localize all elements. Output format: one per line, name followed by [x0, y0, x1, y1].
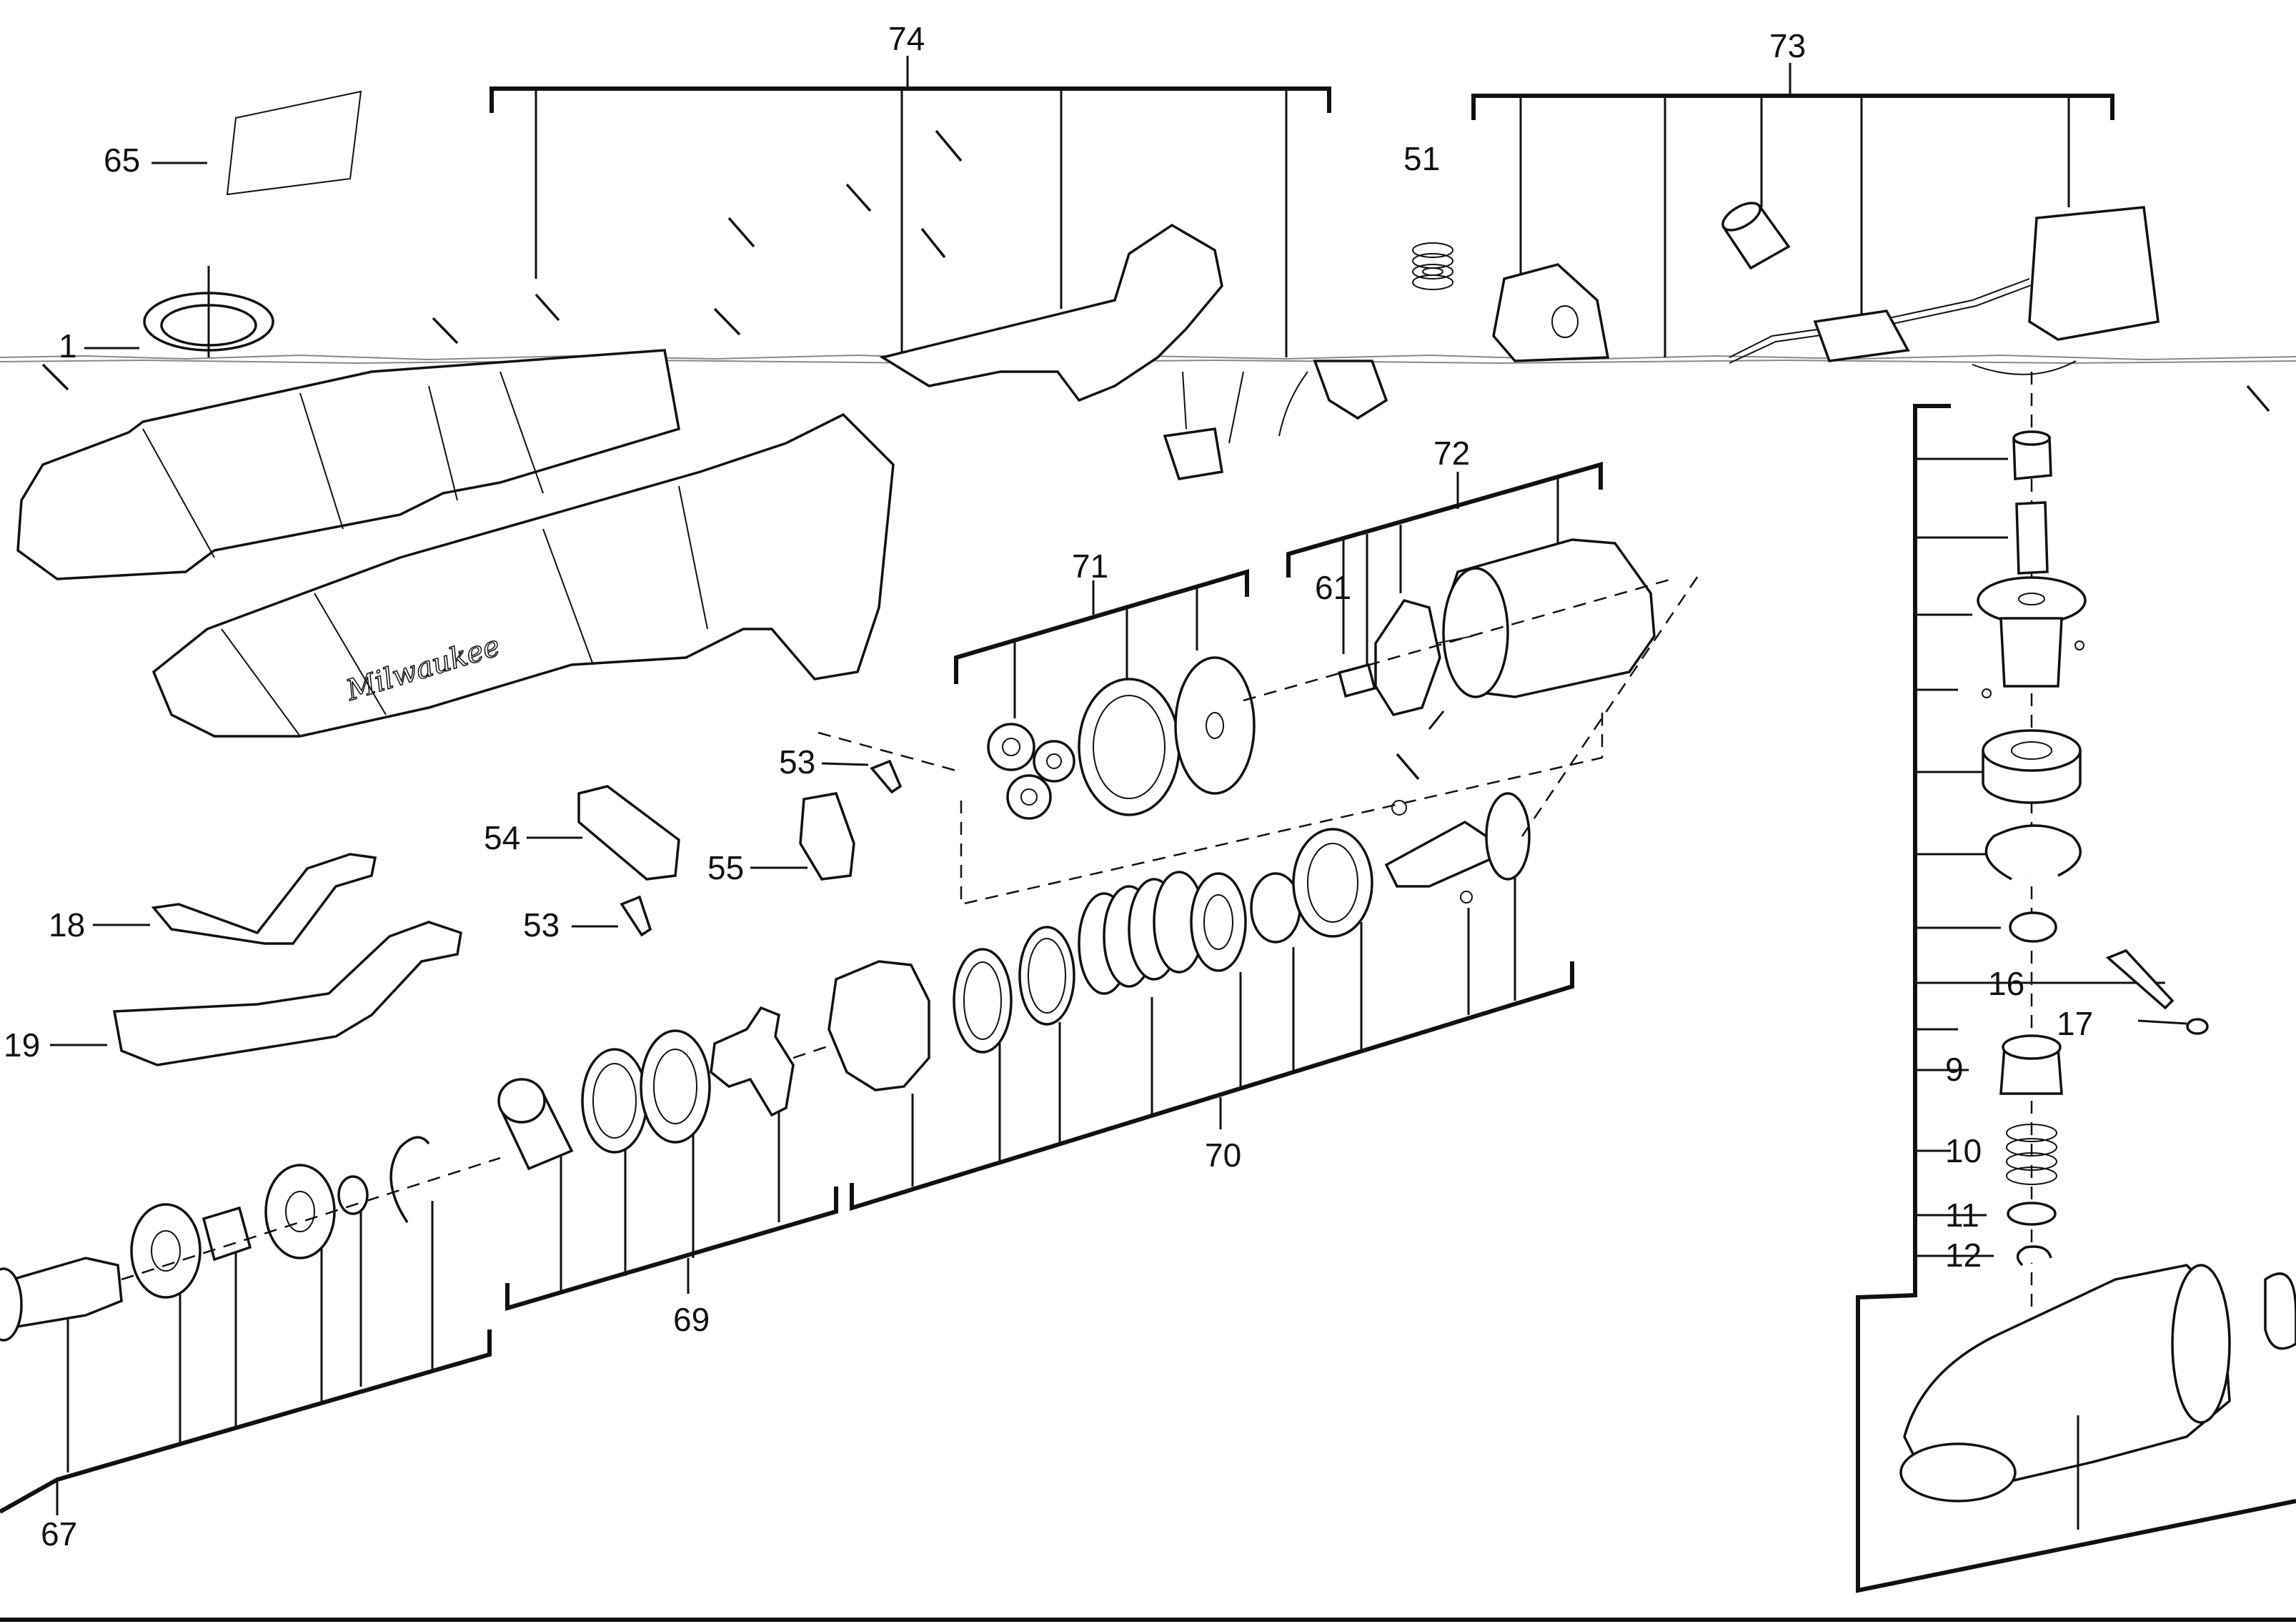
washer-17 [2186, 1018, 2209, 1035]
group-70-bracket [850, 851, 1574, 1212]
side-cover-19 [112, 921, 462, 1066]
head-pin [2015, 501, 2049, 575]
head-pcb-arc [1972, 360, 2077, 375]
housing-left-half [16, 349, 681, 580]
callout-51: 51 [1403, 140, 1440, 177]
main-housing-assembly: Milwaukee [151, 412, 895, 738]
washer-69-b [640, 1029, 711, 1144]
head-retaining-ring [2009, 911, 2057, 943]
o-ring-11 [2007, 1202, 2057, 1226]
snap-ring-67 [389, 1136, 430, 1223]
wire-lead [1278, 371, 1308, 437]
hammer-spring-70 [1078, 871, 1206, 995]
pinion-61 [1338, 663, 1376, 698]
clip-12 [2016, 1245, 2052, 1267]
washer-70-b [1190, 872, 1247, 972]
sleeve-73 [1721, 202, 1791, 270]
head-gear [1977, 576, 2087, 688]
group-72-bracket [1286, 462, 1603, 665]
callout-11: 11 [1945, 1197, 1979, 1234]
callout-71: 71 [1072, 548, 1108, 585]
callout-10: 10 [1945, 1132, 1982, 1169]
o-ring-67 [337, 1175, 369, 1215]
trigger-lever-18 [151, 853, 377, 945]
switch-module-73 [1813, 310, 1910, 362]
bearing-67-b [264, 1164, 336, 1259]
angle-head-housing [1899, 1264, 2296, 1502]
switch-button-54 [577, 785, 680, 881]
planet-gears-71 [987, 723, 1075, 820]
callout-54: 54 [484, 819, 520, 856]
screw-16 [2105, 949, 2175, 1010]
assembly-axis [121, 571, 1702, 1281]
clip-53-lower [620, 895, 652, 937]
spindle-70 [1384, 792, 1531, 888]
bearing-67-a [130, 1203, 202, 1299]
hammer-70 [828, 960, 930, 1091]
anvil-69 [710, 1006, 795, 1117]
battery-terminal [1313, 360, 1388, 420]
group-73-bracket [1471, 63, 2114, 357]
callout-65: 65 [104, 142, 140, 179]
nose-ring-part-1 [84, 266, 274, 357]
group-69-bracket [505, 1072, 838, 1312]
callout-67: 67 [41, 1515, 77, 1553]
callout-1: 1 [59, 327, 77, 365]
callout-16: 16 [1988, 965, 2024, 1002]
switch-housing-73 [1492, 263, 1610, 362]
pcb-board-73 [2028, 206, 2160, 341]
group-74-bracket [489, 56, 1331, 357]
sleeve-67 [202, 1206, 252, 1262]
group-71-bracket [954, 568, 1249, 718]
ball-ring-70 [953, 948, 1013, 1054]
spring-part-51 [1412, 242, 1453, 290]
callout-18: 18 [49, 906, 85, 944]
callout-53a: 53 [779, 743, 815, 781]
head-snap-ring [1984, 824, 2082, 881]
callout-19: 19 [4, 1026, 40, 1064]
callout-69: 69 [673, 1301, 710, 1338]
motor-72 [1436, 538, 1656, 698]
head-bushing [2012, 430, 2052, 480]
label-sticker-65 [226, 90, 362, 196]
callout-53b: 53 [523, 906, 560, 944]
spring-10 [2006, 1124, 2057, 1185]
terminal-block-55 [799, 792, 855, 881]
ball-70 [1460, 891, 1473, 903]
washer-71 [1174, 656, 1256, 795]
washer-69-a [581, 1048, 648, 1154]
bushing-69 [497, 1078, 574, 1171]
callout-73: 73 [1769, 27, 1806, 64]
handle-part-74 [879, 223, 1223, 402]
subassembly-dashed-box [960, 711, 1604, 906]
callout-12: 12 [1945, 1237, 1982, 1274]
motor-mount-plate [1374, 598, 1441, 717]
clip-53-upper [870, 759, 903, 794]
callout-61: 61 [1315, 569, 1351, 606]
ring-gear-71 [1078, 678, 1181, 816]
callout-17: 17 [2057, 1005, 2093, 1042]
screw-set [41, 129, 2270, 781]
callout-70: 70 [1205, 1137, 1241, 1174]
nut-9 [1999, 1034, 2063, 1095]
callout-72: 72 [1433, 435, 1470, 472]
switch-trigger [1163, 427, 1224, 480]
callout-9: 9 [1945, 1051, 1964, 1088]
callout-55: 55 [707, 849, 744, 886]
cage-70 [1292, 828, 1373, 938]
head-bearing [1982, 729, 2082, 804]
callout-74: 74 [888, 20, 925, 57]
output-shaft-67 [0, 1257, 123, 1342]
